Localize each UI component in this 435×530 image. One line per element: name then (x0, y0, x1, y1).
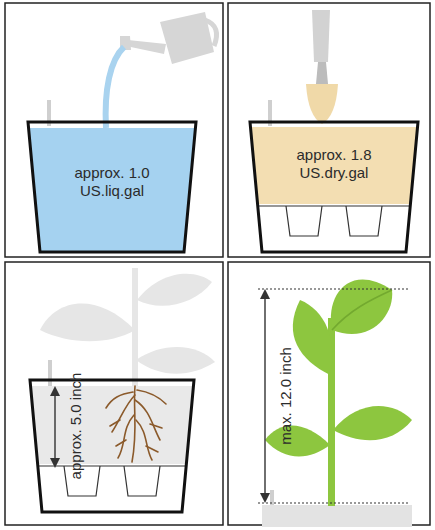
water-fill (29, 128, 195, 252)
plant (265, 279, 412, 506)
watering-can (120, 12, 217, 64)
reservoir-insert (38, 466, 186, 496)
water-indicator (48, 360, 52, 386)
dimension-label: approx. 5.0 inch (67, 373, 85, 480)
reservoir-insert (258, 206, 410, 236)
pot (30, 380, 194, 512)
pot (262, 505, 412, 527)
pot-soil (31, 386, 193, 464)
pot (28, 122, 196, 252)
dimension-lines (258, 289, 410, 503)
trowel (306, 10, 338, 124)
dimension-label: max. 12.0 inch (277, 347, 295, 445)
panel-frame (5, 262, 223, 525)
roots (106, 386, 166, 462)
panel-frame (228, 3, 430, 257)
volume-label: approx. 1.8 US.dry.gal (274, 146, 394, 182)
panel-frame (5, 3, 223, 257)
volume-label: approx. 1.0 US.liq.gal (52, 164, 172, 200)
pot (250, 122, 418, 252)
dimension-arrow (50, 386, 60, 468)
water-stream (106, 47, 124, 128)
panel-frame (228, 262, 430, 525)
faded-plant (40, 268, 215, 386)
soil-fill (251, 127, 417, 204)
